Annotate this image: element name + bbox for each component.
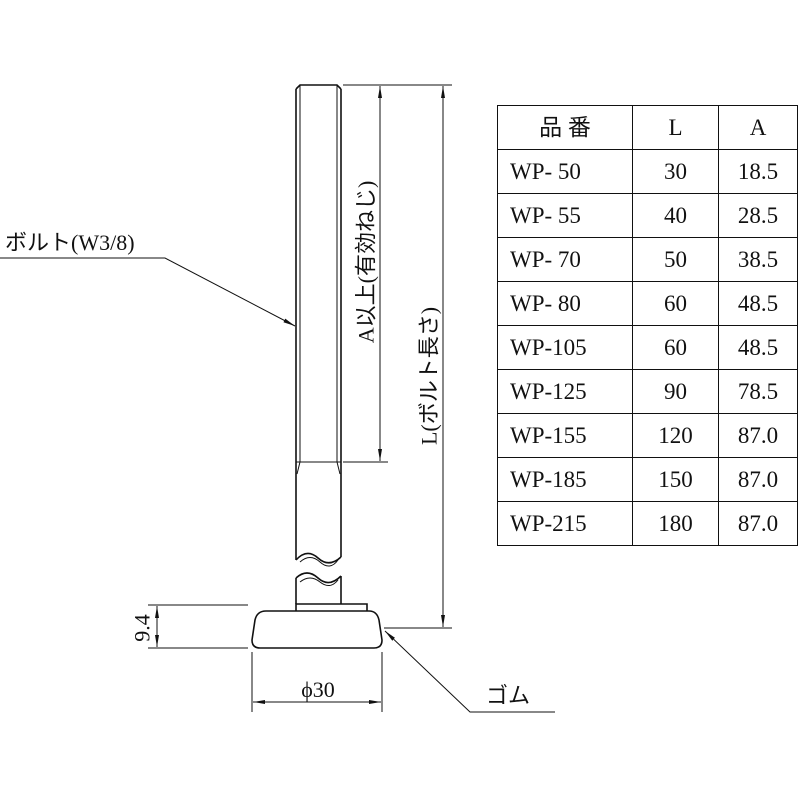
cell-part-number: WP-215	[497, 501, 633, 546]
cell-part-number: WP- 50	[497, 149, 633, 194]
header-l: L	[632, 105, 719, 150]
cell-l: 40	[632, 193, 719, 238]
bolt-label: ボルト(W3/8)	[5, 230, 135, 255]
washer-plate	[295, 603, 368, 611]
table-row: WP- 70 50 38.5	[497, 237, 798, 282]
table-row: WP- 55 40 28.5	[497, 193, 798, 238]
cell-l: 30	[632, 149, 719, 194]
spec-table: 品 番 L A WP- 50 30 18.5 WP- 55 40 28.5 WP…	[497, 105, 798, 546]
cell-l: 180	[632, 501, 719, 546]
break-line-lower-shade	[299, 577, 339, 586]
bolt-thread-root-left	[296, 85, 301, 475]
bolt-top-chamfer	[295, 84, 342, 90]
cell-a: 38.5	[718, 237, 798, 282]
break-line-lower	[295, 572, 342, 584]
cell-part-number: WP-155	[497, 413, 633, 458]
rubber-leader-line	[384, 630, 555, 713]
break-line-upper-shade	[299, 557, 339, 567]
l-dimension-label: L(ボルト長さ)	[417, 307, 442, 445]
cell-part-number: WP-185	[497, 457, 633, 502]
table-row: WP-155 120 87.0	[497, 413, 798, 458]
cell-part-number: WP- 55	[497, 193, 633, 238]
cell-a: 48.5	[718, 281, 798, 326]
cell-part-number: WP- 70	[497, 237, 633, 282]
diameter-dimension-label: ϕ30	[301, 677, 335, 702]
height-dimension-label: 9.4	[130, 614, 155, 642]
cell-a: 48.5	[718, 325, 798, 370]
break-line-upper	[295, 552, 342, 564]
table-row: WP-105 60 48.5	[497, 325, 798, 370]
cell-a: 78.5	[718, 369, 798, 414]
cell-a: 87.0	[718, 413, 798, 458]
table-row: WP-185 150 87.0	[497, 457, 798, 502]
cell-l: 150	[632, 457, 719, 502]
rubber-label: ゴム	[486, 683, 530, 708]
rubber-base	[251, 610, 383, 649]
cell-l: 120	[632, 413, 719, 458]
cell-part-number: WP-105	[497, 325, 633, 370]
header-a: A	[718, 105, 798, 150]
table-row: WP- 80 60 48.5	[497, 281, 798, 326]
cell-a: 18.5	[718, 149, 798, 194]
bolt-leader-line	[0, 257, 296, 327]
cell-l: 90	[632, 369, 719, 414]
cell-part-number: WP-125	[497, 369, 633, 414]
cell-a: 87.0	[718, 457, 798, 502]
cell-l: 50	[632, 237, 719, 282]
header-part-number: 品 番	[497, 105, 633, 150]
cell-a: 28.5	[718, 193, 798, 238]
table-row: WP-125 90 78.5	[497, 369, 798, 414]
a-dimension-label: A以上(有効ねじ)	[354, 181, 379, 344]
bolt-thread-root-right	[336, 85, 341, 475]
cell-part-number: WP- 80	[497, 281, 633, 326]
table-row: WP- 50 30 18.5	[497, 149, 798, 194]
cell-l: 60	[632, 281, 719, 326]
table-row: WP-215 180 87.0	[497, 501, 798, 546]
table-header-row: 品 番 L A	[497, 105, 798, 150]
cell-a: 87.0	[718, 501, 798, 546]
cell-l: 60	[632, 325, 719, 370]
